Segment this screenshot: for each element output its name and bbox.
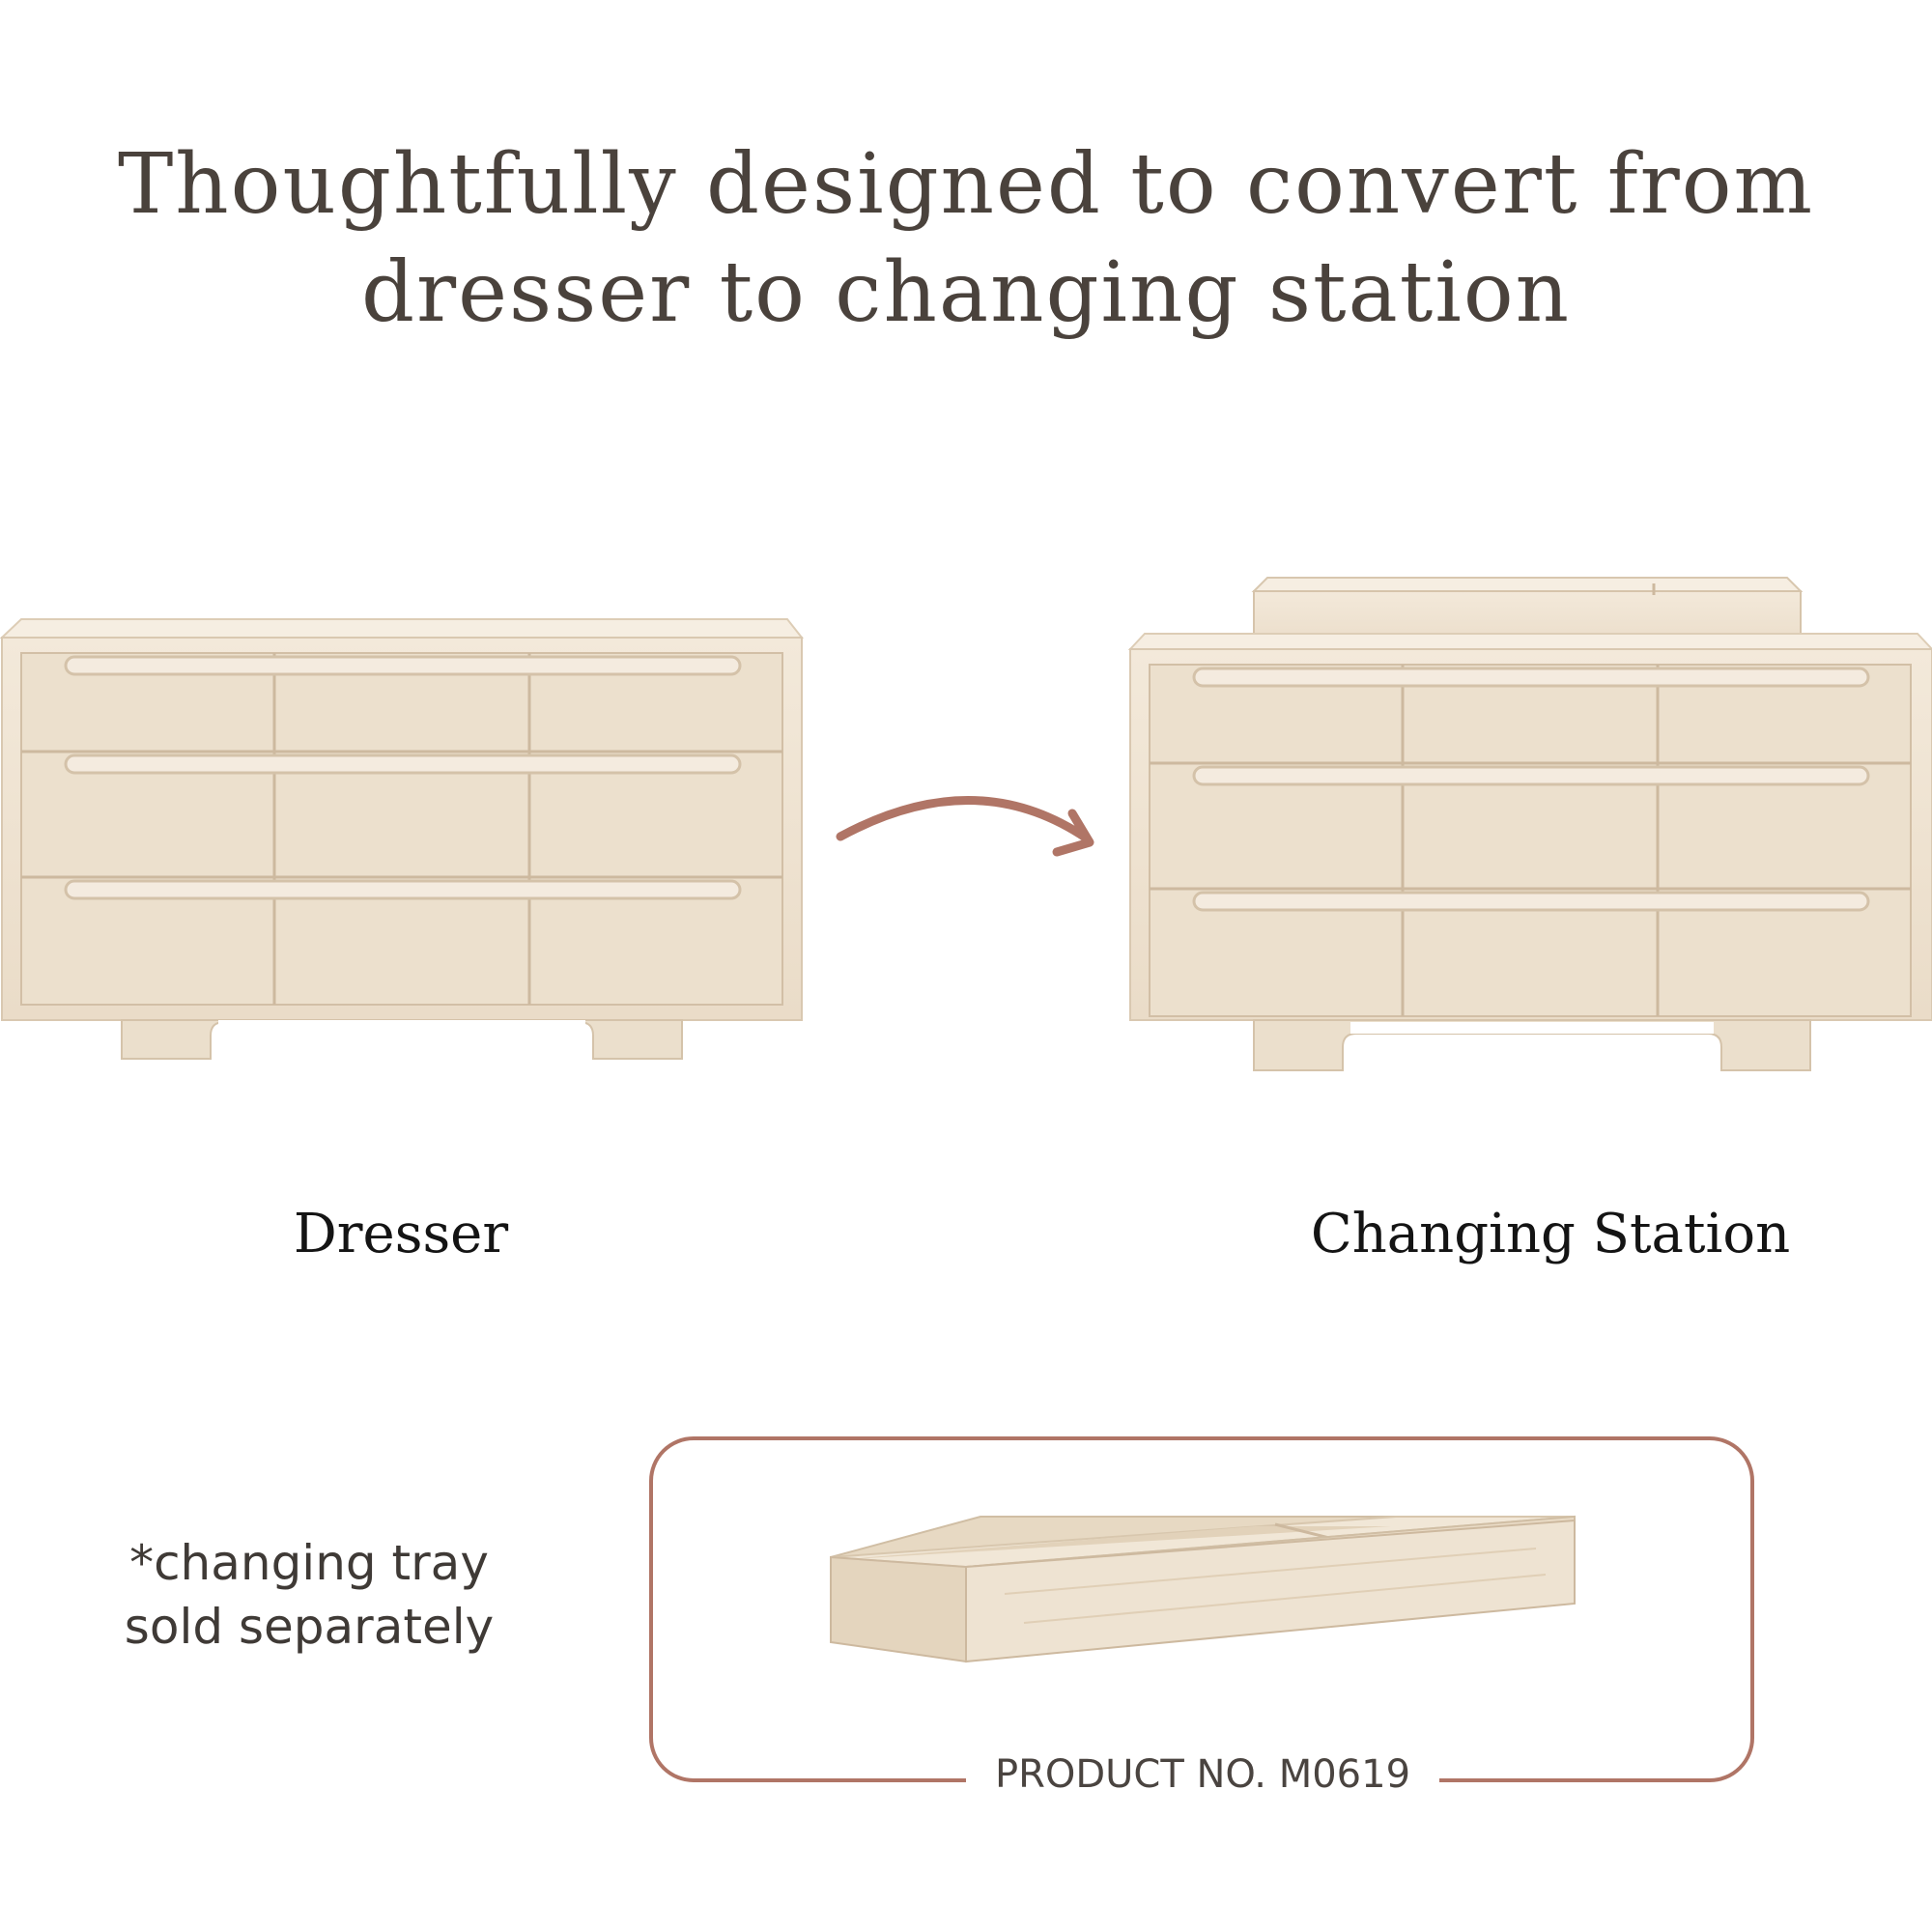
headline-line-2: dresser to changing station [360, 244, 1572, 341]
product-number: PRODUCT NO. M0619 [966, 1747, 1439, 1803]
changing-station-illustration [1127, 577, 1932, 1071]
dresser-illustration [0, 618, 805, 1060]
arrow-right-icon [836, 796, 1094, 857]
changing-tray-illustration [830, 1515, 1576, 1663]
tray-note-line-2: sold separately [124, 1599, 495, 1655]
tray-note: *changing tray sold separately [101, 1531, 517, 1659]
headline: Thoughtfully designed to convert from dr… [0, 130, 1932, 347]
dresser-label: Dresser [293, 1203, 509, 1265]
headline-line-1: Thoughtfully designed to convert from [117, 136, 1815, 233]
changing-station-label: Changing Station [1310, 1203, 1791, 1265]
changing-tray-frame [649, 1436, 1754, 1782]
tray-note-line-1: *changing tray [129, 1535, 489, 1591]
